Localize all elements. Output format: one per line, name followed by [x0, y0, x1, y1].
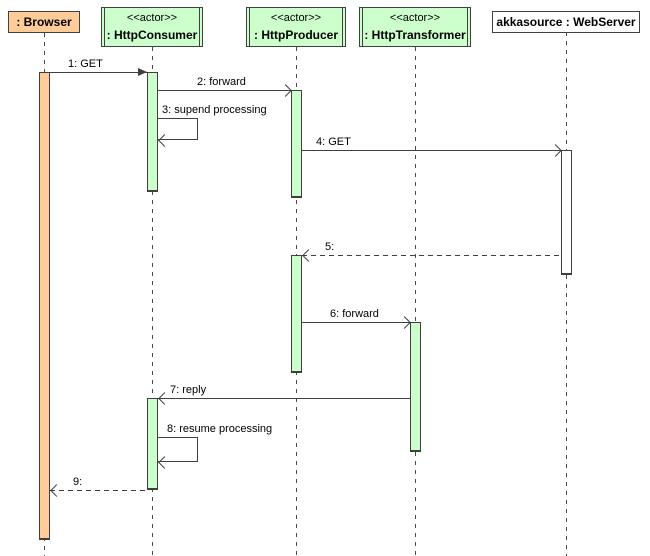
message-2-line: [158, 90, 291, 91]
participant-httptransformer-stereotype: <<actor>>: [389, 12, 441, 24]
participant-httpconsumer: <<actor>> : HttpConsumer: [101, 7, 203, 47]
message-6-arrowhead: [398, 316, 411, 329]
participant-httpproducer-stereotype: <<actor>>: [270, 12, 322, 24]
message-4-arrowhead: [549, 144, 562, 157]
message-7-arrowhead: [158, 392, 171, 405]
message-3-label: 3: supend processing: [162, 104, 267, 116]
activation-httpproducer-2: [291, 255, 302, 373]
lifeline-httptransformer: [415, 47, 416, 556]
participant-webserver-label: akkasource : WebServer: [496, 15, 636, 29]
lifeline-webserver: [566, 32, 567, 556]
activation-httptransformer: [410, 322, 421, 452]
message-2-arrowhead: [279, 84, 292, 97]
message-9-label: 9:: [73, 476, 83, 488]
message-6-label: 6: forward: [330, 308, 379, 320]
message-9-line: [50, 490, 147, 491]
message-7-line: [158, 398, 410, 399]
message-1-arrowhead: [138, 68, 147, 76]
participant-httpproducer: <<actor>> : HttpProducer: [246, 7, 346, 47]
message-5-label: 5:: [325, 241, 335, 253]
message-5-line: [302, 255, 561, 256]
activation-httpconsumer-2: [147, 398, 158, 490]
lifeline-httpconsumer: [152, 47, 153, 556]
participant-httptransformer: <<actor>> : HttpTransformer: [359, 7, 471, 47]
message-1-line: [50, 72, 147, 73]
message-2-label: 2: forward: [197, 76, 246, 88]
activation-browser: [39, 72, 50, 540]
message-4-label: 4: GET: [316, 136, 351, 148]
activation-httpproducer-1: [291, 90, 302, 198]
message-6-line: [302, 322, 410, 323]
participant-browser: : Browser: [8, 11, 80, 33]
participant-webserver: akkasource : WebServer: [492, 11, 640, 33]
message-8-label: 8: resume processing: [167, 423, 273, 435]
activation-httpconsumer-1: [147, 72, 158, 192]
message-8-self-loop: [158, 437, 198, 462]
message-9-arrowhead: [50, 484, 63, 497]
participant-httptransformer-label: : HttpTransformer: [364, 28, 466, 42]
activation-webserver: [561, 150, 572, 275]
participant-httpproducer-label: : HttpProducer: [254, 28, 338, 42]
message-7-label: 7: reply: [170, 384, 207, 396]
message-1-label: 1: GET: [68, 58, 103, 70]
participant-httpconsumer-label: : HttpConsumer: [106, 28, 198, 42]
participant-httpconsumer-stereotype: <<actor>>: [126, 12, 178, 24]
message-4-line: [302, 150, 561, 151]
message-3-self-loop: [158, 118, 198, 140]
message-5-arrowhead: [302, 249, 315, 262]
participant-browser-label: : Browser: [16, 15, 72, 29]
